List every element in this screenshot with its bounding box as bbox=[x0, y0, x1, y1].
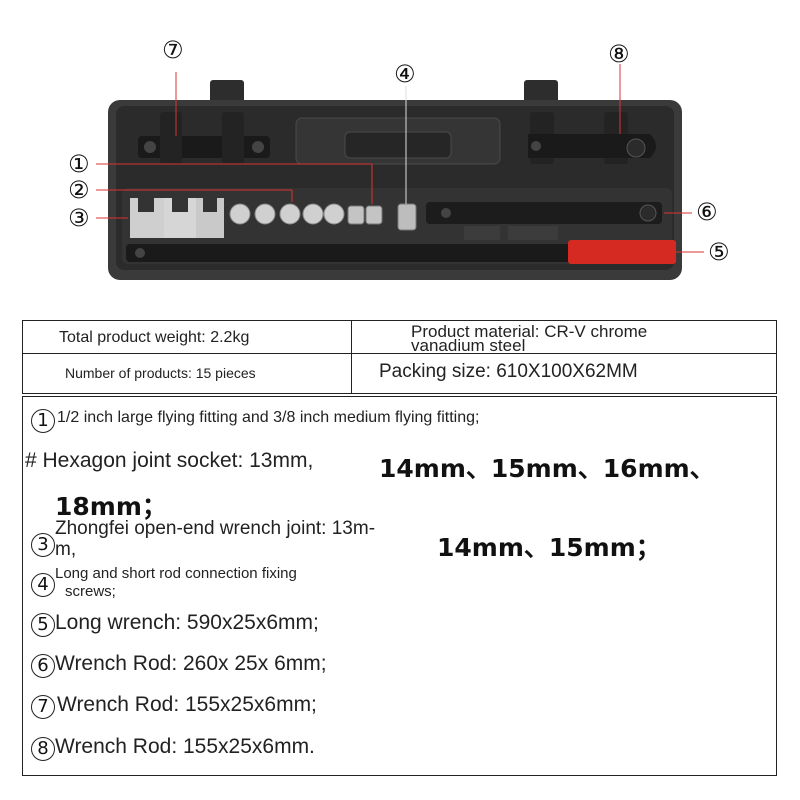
spec-count: Number of products: 15 pieces bbox=[65, 365, 256, 381]
item-2-sizes-cont: 18mm； bbox=[55, 492, 167, 521]
item-number-5: 5 bbox=[31, 613, 55, 637]
item-2-prefix: # Hexagon joint socket: 13mm, bbox=[25, 449, 314, 472]
item-list: 1 1/2 inch large flying fitting and 3/8 … bbox=[22, 396, 777, 776]
open-end-wrench-joints bbox=[130, 198, 224, 238]
item-3-line1: Zhongfei open-end wrench joint: 13m- bbox=[55, 518, 376, 539]
flying-fittings bbox=[347, 205, 383, 225]
item-number-6: 6 bbox=[31, 654, 55, 678]
item-4-line2: screws; bbox=[65, 583, 116, 600]
callout-1: ① bbox=[68, 150, 90, 178]
item-number-4: 4 bbox=[31, 573, 55, 597]
long-wrench-red-grip bbox=[568, 240, 676, 264]
item-number-8: 8 bbox=[31, 737, 55, 761]
case-hinge-right bbox=[524, 80, 558, 104]
long-wrench bbox=[126, 244, 676, 262]
item-number-7: 7 bbox=[31, 695, 55, 719]
callout-4: ④ bbox=[394, 60, 416, 88]
item-8-text: Wrench Rod: 155x25x6mm. bbox=[55, 735, 315, 758]
product-photo bbox=[96, 64, 704, 280]
item-7-text: Wrench Rod: 155x25x6mm; bbox=[57, 693, 317, 716]
callout-7: ⑦ bbox=[162, 36, 184, 64]
item-4-line1: Long and short rod connection fixing bbox=[55, 565, 297, 582]
item-5-text: Long wrench: 590x25x6mm; bbox=[55, 611, 319, 634]
fixing-screw bbox=[397, 203, 417, 231]
spec-material-line1: Product material: CR-V chrome bbox=[411, 322, 648, 341]
spec-material-line2: vanadium steel bbox=[411, 339, 526, 352]
item-number-3: 3 bbox=[31, 533, 55, 557]
item-3-line2: m, bbox=[55, 539, 77, 560]
callout-5: ⑤ bbox=[708, 238, 730, 266]
spec-table: Total product weight: 2.2kg Product mate… bbox=[22, 320, 777, 394]
wrench-rod-7 bbox=[138, 136, 270, 158]
hexagon-sockets bbox=[229, 203, 345, 225]
callout-3: ③ bbox=[68, 204, 90, 232]
spec-weight: Total product weight: 2.2kg bbox=[59, 329, 250, 346]
case-hinge-left bbox=[210, 80, 244, 104]
item-number-1: 1 bbox=[31, 409, 55, 433]
callout-6: ⑥ bbox=[696, 198, 718, 226]
callout-8: ⑧ bbox=[608, 40, 630, 68]
item-6-text: Wrench Rod: 260x 25x 6mm; bbox=[55, 652, 327, 675]
item-3-sizes: 14mm、15mm； bbox=[437, 533, 661, 562]
callout-2: ② bbox=[68, 176, 90, 204]
wrench-rod-6 bbox=[426, 202, 662, 224]
item-2-sizes: 14mm、15mm、16mm、 bbox=[379, 454, 715, 483]
item-1-text: 1/2 inch large flying fitting and 3/8 in… bbox=[57, 409, 480, 426]
wrench-rod-8 bbox=[528, 134, 656, 158]
spec-packing: Packing size: 610X100X62MM bbox=[379, 361, 638, 382]
